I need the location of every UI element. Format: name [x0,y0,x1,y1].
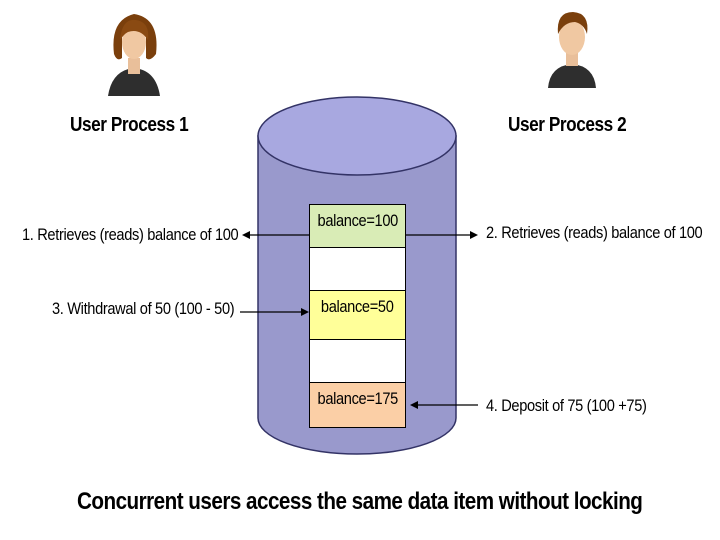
record-cell-balance-175: balance=175 [309,382,406,428]
female-user-icon [108,14,160,96]
user-process-1-label: User Process 1 [70,114,189,136]
record-cell-empty-2 [309,339,406,383]
record-cell-balance-50: balance=50 [309,290,406,340]
step-3-text: 3. Withdrawal of 50 (100 - 50) [52,299,235,318]
male-user-icon [548,12,596,88]
record-cell-balance-100: balance=100 [309,204,406,248]
step-1-text: 1. Retrieves (reads) balance of 100 [22,225,239,244]
user-process-2-label: User Process 2 [508,114,627,136]
diagram-caption: Concurrent users access the same data it… [77,488,643,515]
step-2-text: 2. Retrieves (reads) balance of 100 [486,223,703,242]
record-cell-empty-1 [309,247,406,291]
step-4-text: 4. Deposit of 75 (100 +75) [486,396,647,415]
